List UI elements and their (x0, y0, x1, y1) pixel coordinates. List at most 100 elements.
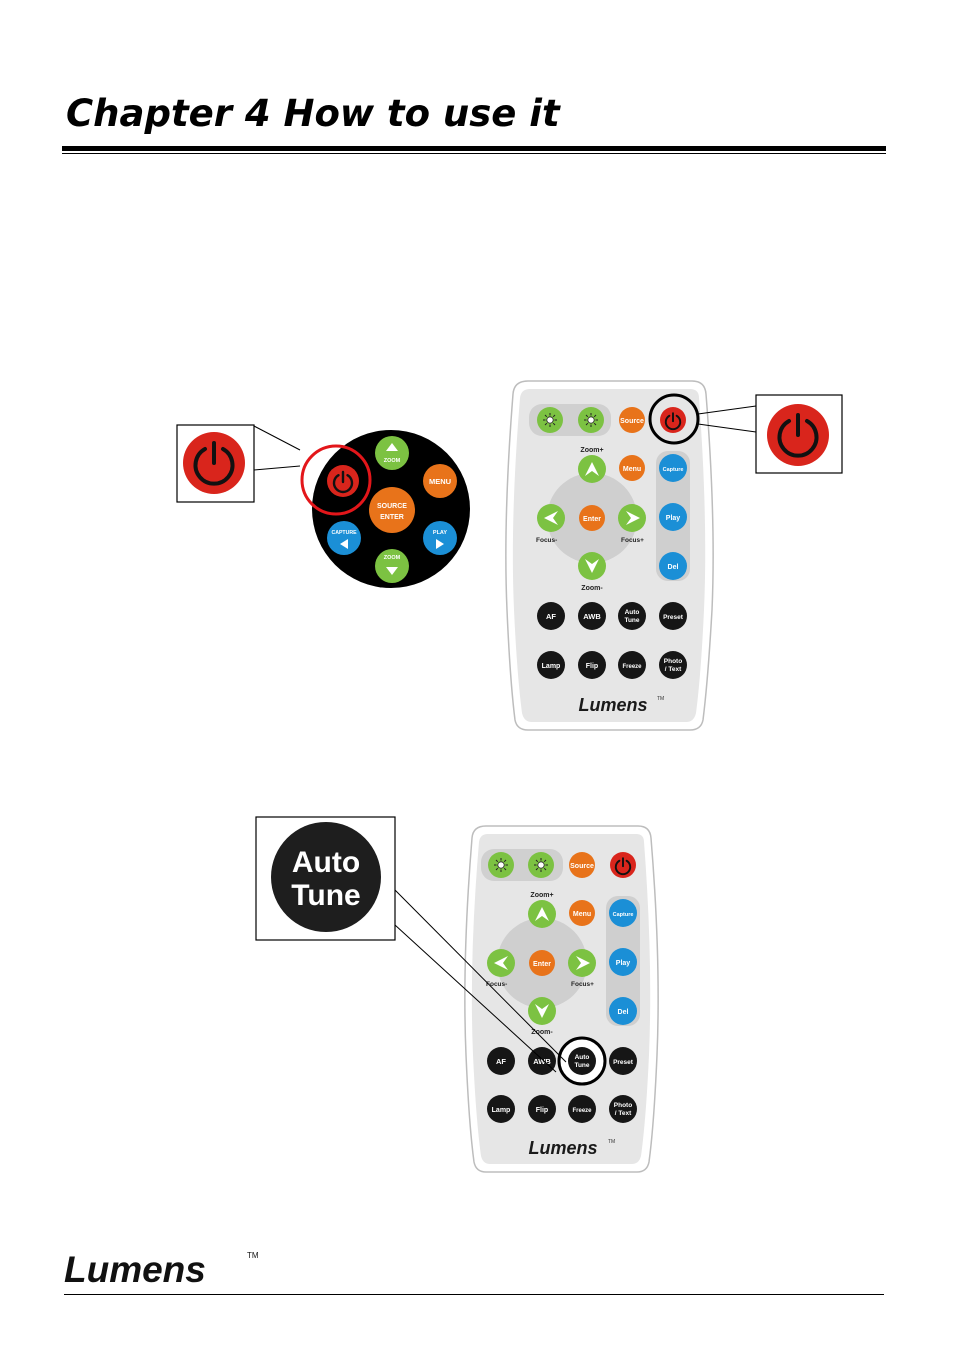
remote1-auto-label: Auto (625, 609, 640, 616)
remote1-del-button[interactable] (659, 552, 687, 580)
remote1-text-label: / Text (665, 666, 682, 673)
remote2-preset-label: Preset (613, 1059, 634, 1066)
remote1-photo-text-button[interactable] (659, 651, 687, 679)
remote1-awb-button[interactable] (578, 602, 606, 630)
remote1-play-label: Play (666, 515, 681, 522)
panel-capture-label: CAPTURE (331, 530, 357, 536)
remote2-awb-button[interactable] (528, 1047, 556, 1075)
remote2-preset-button[interactable] (609, 1047, 637, 1075)
sun-icon (542, 412, 558, 428)
title-rule-thin (62, 153, 886, 154)
remote2-play-button[interactable] (609, 948, 637, 976)
remote2-awb-label: AWB (533, 1057, 551, 1066)
remote2-source-label: Source (570, 863, 594, 870)
remote1-lamp-button[interactable] (537, 651, 565, 679)
remote1-menu-label: Menu (623, 466, 641, 473)
remote2-text-label: / Text (615, 1110, 632, 1117)
sun-icon (493, 857, 509, 873)
remote1-enter-label: Enter (583, 516, 601, 523)
remote1-af-button[interactable] (537, 602, 565, 630)
remote2-lamp-label: Lamp (492, 1107, 511, 1114)
remote1-brand-logo: Lumens (578, 695, 647, 715)
remote2-menu-button[interactable] (569, 900, 595, 926)
remote2-auto-label: Auto (575, 1054, 590, 1061)
remote1-focus-minus-label: Focus- (536, 537, 557, 544)
remote2-focus-minus-label: Focus- (486, 981, 507, 988)
remote1-zoom-plus-label: Zoom+ (580, 447, 603, 454)
remote2-flip-button[interactable] (528, 1095, 556, 1123)
remote-control-2: Source Zoom+ Enter Focus- Focus+ Zoom- M… (464, 825, 659, 1173)
footer-brand-logo: Lumens TM (64, 1249, 259, 1290)
remote2-zoom-minus-label: Zoom- (531, 1029, 553, 1036)
remote2-play-label: Play (616, 960, 631, 967)
remote2-tune-label: Tune (574, 1062, 589, 1069)
remote1-freeze-button[interactable] (618, 651, 646, 679)
remote2-photo-label: Photo (614, 1102, 632, 1109)
power-highlight-circle (300, 444, 372, 516)
remote1-flip-label: Flip (586, 663, 598, 670)
remote1-focus-plus-label: Focus+ (621, 537, 644, 544)
remote2-source-button[interactable] (569, 852, 595, 878)
remote1-enter-button[interactable] (579, 505, 605, 531)
remote2-freeze-label: Freeze (572, 1108, 592, 1114)
callout-tune-label: Tune (291, 879, 360, 912)
panel-play-label: PLAY (433, 530, 447, 536)
remote1-auto-tune-button[interactable] (618, 602, 646, 630)
footer-brand-text: Lumens (64, 1249, 206, 1290)
control-panel: ZOOM MENU SOURCE ENTER CAPTURE PLAY ZOOM (300, 430, 470, 588)
remote1-flip-button[interactable] (578, 651, 606, 679)
remote2-photo-text-button[interactable] (609, 1095, 637, 1123)
auto-tune-button-enlarged (271, 822, 381, 932)
remote-control-1: Source Zoom+ Enter Focus- Focus+ Zoom- M… (505, 380, 757, 731)
panel-zoom-up-button[interactable] (375, 436, 409, 470)
remote1-play-button[interactable] (659, 503, 687, 531)
panel-zoom-down-label: ZOOM (384, 555, 401, 561)
remote2-menu-label: Menu (573, 911, 591, 918)
remote2-brand-logo: Lumens (528, 1138, 597, 1158)
remote1-af-label: AF (546, 612, 556, 621)
remote1-del-label: Del (668, 564, 679, 571)
remote1-tune-label: Tune (624, 617, 639, 624)
panel-play-button[interactable] (423, 521, 457, 555)
remote1-freeze-label: Freeze (622, 664, 642, 670)
panel-capture-button[interactable] (327, 521, 361, 555)
panel-zoom-down-button[interactable] (375, 549, 409, 583)
remote1-preset-button[interactable] (659, 602, 687, 630)
remote1-tm: TM (657, 696, 664, 702)
remote2-auto-tune-button[interactable] (568, 1047, 596, 1075)
remote2-af-button[interactable] (487, 1047, 515, 1075)
sun-icon (583, 412, 599, 428)
panel-menu-label: MENU (429, 477, 451, 486)
remote1-capture-label: Capture (663, 467, 684, 473)
remote1-zoom-minus-label: Zoom- (581, 585, 603, 592)
sun-icon (533, 857, 549, 873)
panel-enter-label: ENTER (380, 514, 404, 521)
remote1-awb-label: AWB (583, 612, 601, 621)
remote2-enter-button[interactable] (529, 950, 555, 976)
panel-menu-button[interactable] (423, 464, 457, 498)
panel-zoom-up-label: ZOOM (384, 458, 401, 464)
remote2-lamp-button[interactable] (487, 1095, 515, 1123)
panel-source-enter-button[interactable] (369, 487, 415, 533)
title-rule (62, 146, 886, 151)
remote1-menu-button[interactable] (619, 455, 645, 481)
remote2-zoom-plus-label: Zoom+ (530, 892, 553, 899)
remote1-preset-label: Preset (663, 614, 684, 621)
callout-auto-label: Auto (292, 846, 360, 879)
remote2-freeze-button[interactable] (568, 1095, 596, 1123)
remote1-source-label: Source (620, 418, 644, 425)
remote2-del-label: Del (618, 1009, 629, 1016)
remote2-flip-label: Flip (536, 1107, 548, 1114)
remote2-del-button[interactable] (609, 997, 637, 1025)
remote1-capture-button[interactable] (659, 454, 687, 482)
remote2-capture-button[interactable] (609, 899, 637, 927)
footer-rule (64, 1294, 884, 1295)
remote2-af-label: AF (496, 1057, 506, 1066)
remote2-tm: TM (608, 1139, 615, 1145)
remote1-source-button[interactable] (619, 407, 645, 433)
remote2-focus-plus-label: Focus+ (571, 981, 594, 988)
remote1-power-highlight (648, 393, 700, 445)
panel-source-label: SOURCE (377, 503, 407, 510)
remote1-lamp-label: Lamp (542, 663, 561, 670)
